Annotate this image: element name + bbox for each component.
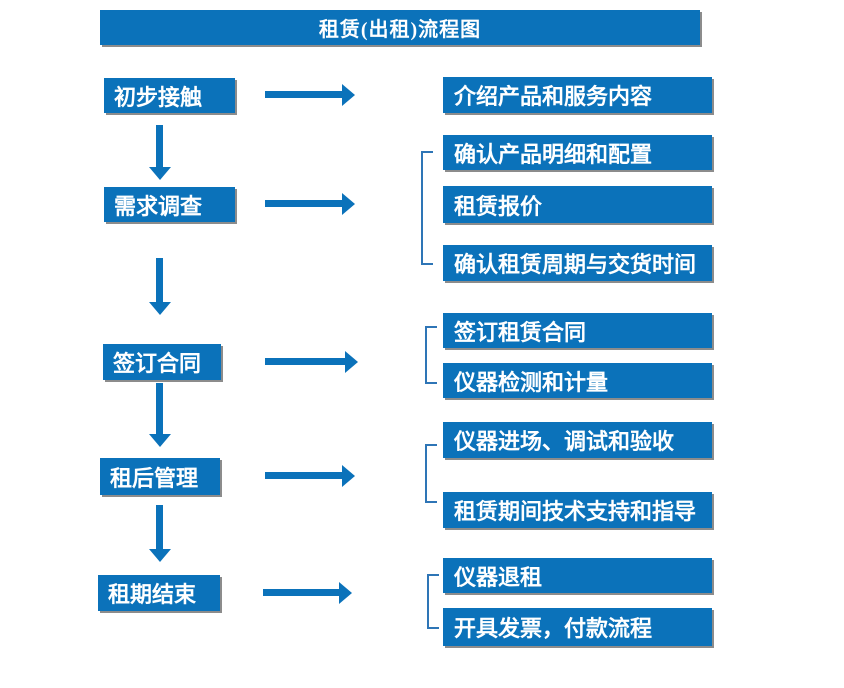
arrow-head	[345, 351, 358, 373]
arrow-right-icon	[265, 193, 355, 215]
step-box-demand-survey: 需求调查	[104, 187, 235, 222]
arrow-shaft	[156, 125, 163, 167]
detail-label: 开具发票，付款流程	[454, 616, 653, 641]
detail-label: 确认租赁周期与交货时间	[454, 252, 697, 277]
step-label: 租后管理	[110, 465, 199, 491]
step-label: 需求调查	[114, 193, 203, 219]
bracket-connector	[427, 574, 439, 629]
detail-box: 租赁报价	[443, 186, 712, 223]
detail-box: 签订租赁合同	[443, 313, 712, 348]
bracket-connector	[425, 444, 437, 503]
arrow-right-icon	[263, 582, 352, 604]
arrow-head	[149, 302, 171, 315]
bracket-connector	[425, 326, 437, 384]
step-box-rental-end: 租期结束	[98, 575, 220, 611]
step-box-post-rental-management: 租后管理	[100, 458, 220, 495]
detail-box: 租赁期间技术支持和指导	[443, 492, 712, 528]
arrow-head	[342, 84, 355, 106]
arrow-shaft	[263, 589, 339, 596]
arrow-right-icon	[265, 465, 355, 487]
detail-box: 仪器退租	[443, 558, 712, 593]
arrow-shaft	[156, 383, 163, 434]
step-label: 签订合同	[113, 351, 202, 376]
arrow-head	[342, 193, 355, 215]
arrow-shaft	[156, 505, 163, 549]
detail-box: 确认租赁周期与交货时间	[443, 245, 712, 281]
arrow-shaft	[265, 91, 342, 98]
detail-label: 介绍产品和服务内容	[454, 84, 653, 109]
arrow-head	[149, 167, 171, 180]
detail-label: 仪器检测和计量	[454, 369, 609, 395]
arrow-down-icon	[149, 505, 171, 562]
detail-box: 确认产品明细和配置	[443, 135, 712, 170]
detail-label: 确认产品明细和配置	[454, 141, 653, 167]
arrow-right-icon	[265, 351, 358, 373]
arrow-shaft	[265, 472, 342, 479]
flowchart-title: 租赁(出租)流程图	[318, 19, 482, 41]
arrow-down-icon	[149, 383, 171, 447]
arrow-shaft	[156, 258, 163, 302]
arrow-right-icon	[265, 84, 355, 106]
detail-box: 介绍产品和服务内容	[443, 77, 712, 113]
arrow-down-icon	[149, 125, 171, 180]
arrow-head	[342, 465, 355, 487]
step-label: 租期结束	[108, 582, 197, 607]
detail-label: 仪器退租	[454, 564, 543, 590]
flowchart-title-banner: 租赁(出租)流程图	[100, 10, 700, 45]
detail-label: 租赁期间技术支持和指导	[454, 499, 697, 524]
detail-label: 租赁报价	[454, 193, 543, 219]
arrow-shaft	[265, 200, 342, 207]
arrow-head	[149, 434, 171, 447]
step-box-initial-contact: 初步接触	[104, 78, 235, 113]
arrow-down-icon	[149, 258, 171, 315]
arrow-shaft	[265, 358, 345, 365]
detail-box: 仪器检测和计量	[443, 363, 712, 398]
detail-label: 仪器进场、调试和验收	[454, 429, 675, 454]
arrow-head	[149, 549, 171, 562]
bracket-connector	[421, 151, 433, 265]
detail-box: 仪器进场、调试和验收	[443, 422, 712, 458]
step-box-sign-contract: 签订合同	[103, 344, 221, 380]
arrow-head	[339, 582, 352, 604]
detail-label: 签订租赁合同	[454, 319, 587, 345]
step-label: 初步接触	[114, 84, 203, 110]
detail-box: 开具发票，付款流程	[443, 608, 712, 646]
